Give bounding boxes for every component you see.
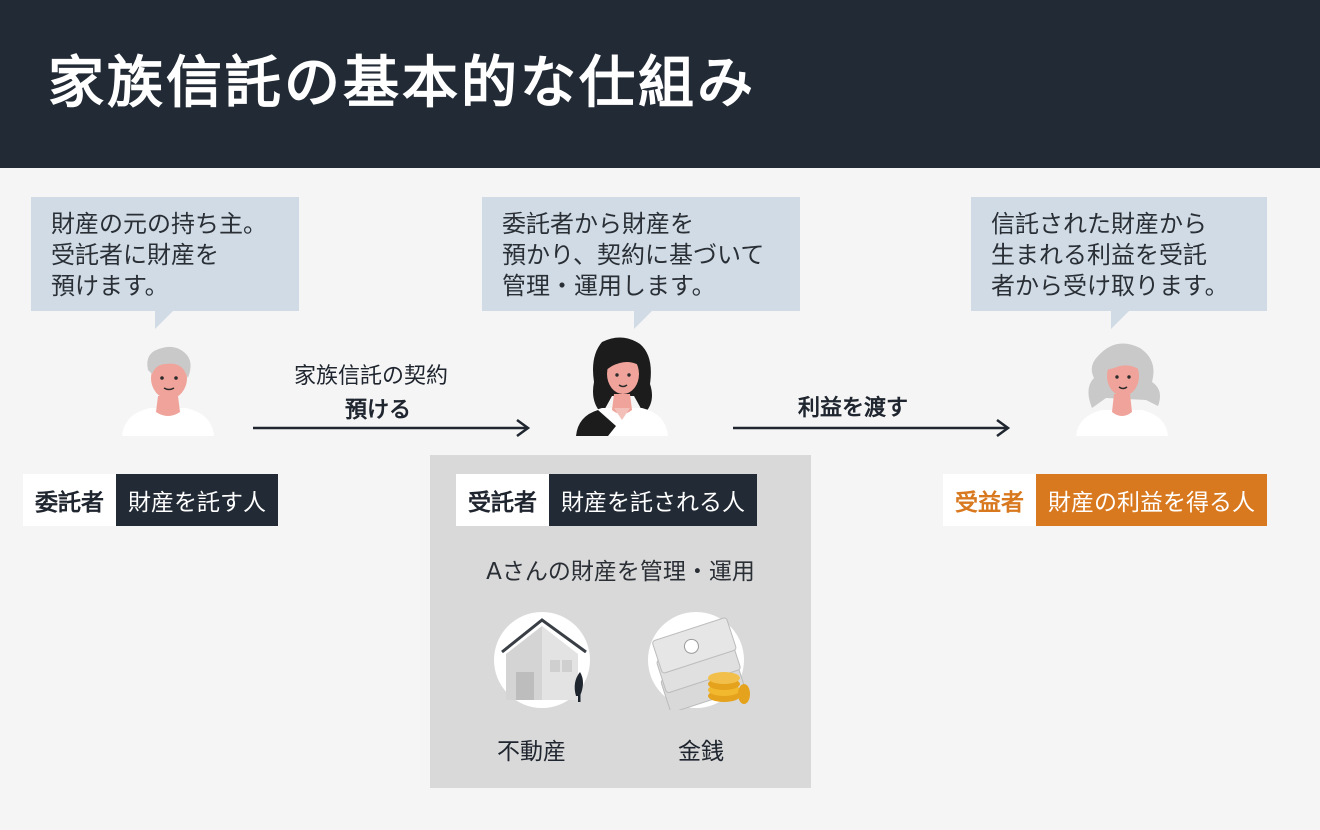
settlor-speech-bubble: 財産の元の持ち主。 受託者に財産を 預けます。 xyxy=(31,197,299,329)
trustee-speech-bubble: 委託者から財産を 預かり、契約に基づいて 管理・運用します。 xyxy=(482,197,800,329)
entrust-arrow xyxy=(253,418,531,438)
elderly-woman-icon xyxy=(1076,343,1168,436)
contract-label: 家族信託の契約 xyxy=(294,364,449,389)
beneficiary-speech-bubble: 信託された財産から 生まれる利益を受託 者から受け取ります。 xyxy=(971,197,1267,329)
banknotes-coins-icon xyxy=(648,612,750,710)
benefit-label: 利益を渡す xyxy=(798,396,909,421)
benefit-arrow xyxy=(733,418,1011,438)
beneficiary-role-desc: 財産の利益を得る人 xyxy=(1036,474,1267,526)
real-estate-label: 不動産 xyxy=(497,739,566,765)
house-icon xyxy=(494,612,590,708)
entrust-label: 預ける xyxy=(345,398,412,423)
woman-icon xyxy=(576,337,668,436)
settlor-role-name: 委託者 xyxy=(23,474,116,526)
trustee-role-badge: 受託者 財産を託される人 xyxy=(456,474,757,526)
elderly-man-icon xyxy=(122,346,214,436)
beneficiary-role-name: 受益者 xyxy=(943,474,1036,526)
trustee-role-name: 受託者 xyxy=(456,474,549,526)
trustee-role-desc: 財産を託される人 xyxy=(549,474,757,526)
settlor-role-badge: 委託者 財産を託す人 xyxy=(23,474,278,526)
panel-caption: Aさんの財産を管理・運用 xyxy=(486,559,755,585)
money-label: 金銭 xyxy=(678,739,724,765)
beneficiary-role-badge: 受益者 財産の利益を得る人 xyxy=(943,474,1267,526)
settlor-role-desc: 財産を託す人 xyxy=(116,474,278,526)
page-title: 家族信託の基本的な仕組み xyxy=(48,51,756,116)
header: 家族信託の基本的な仕組み xyxy=(0,0,1320,168)
